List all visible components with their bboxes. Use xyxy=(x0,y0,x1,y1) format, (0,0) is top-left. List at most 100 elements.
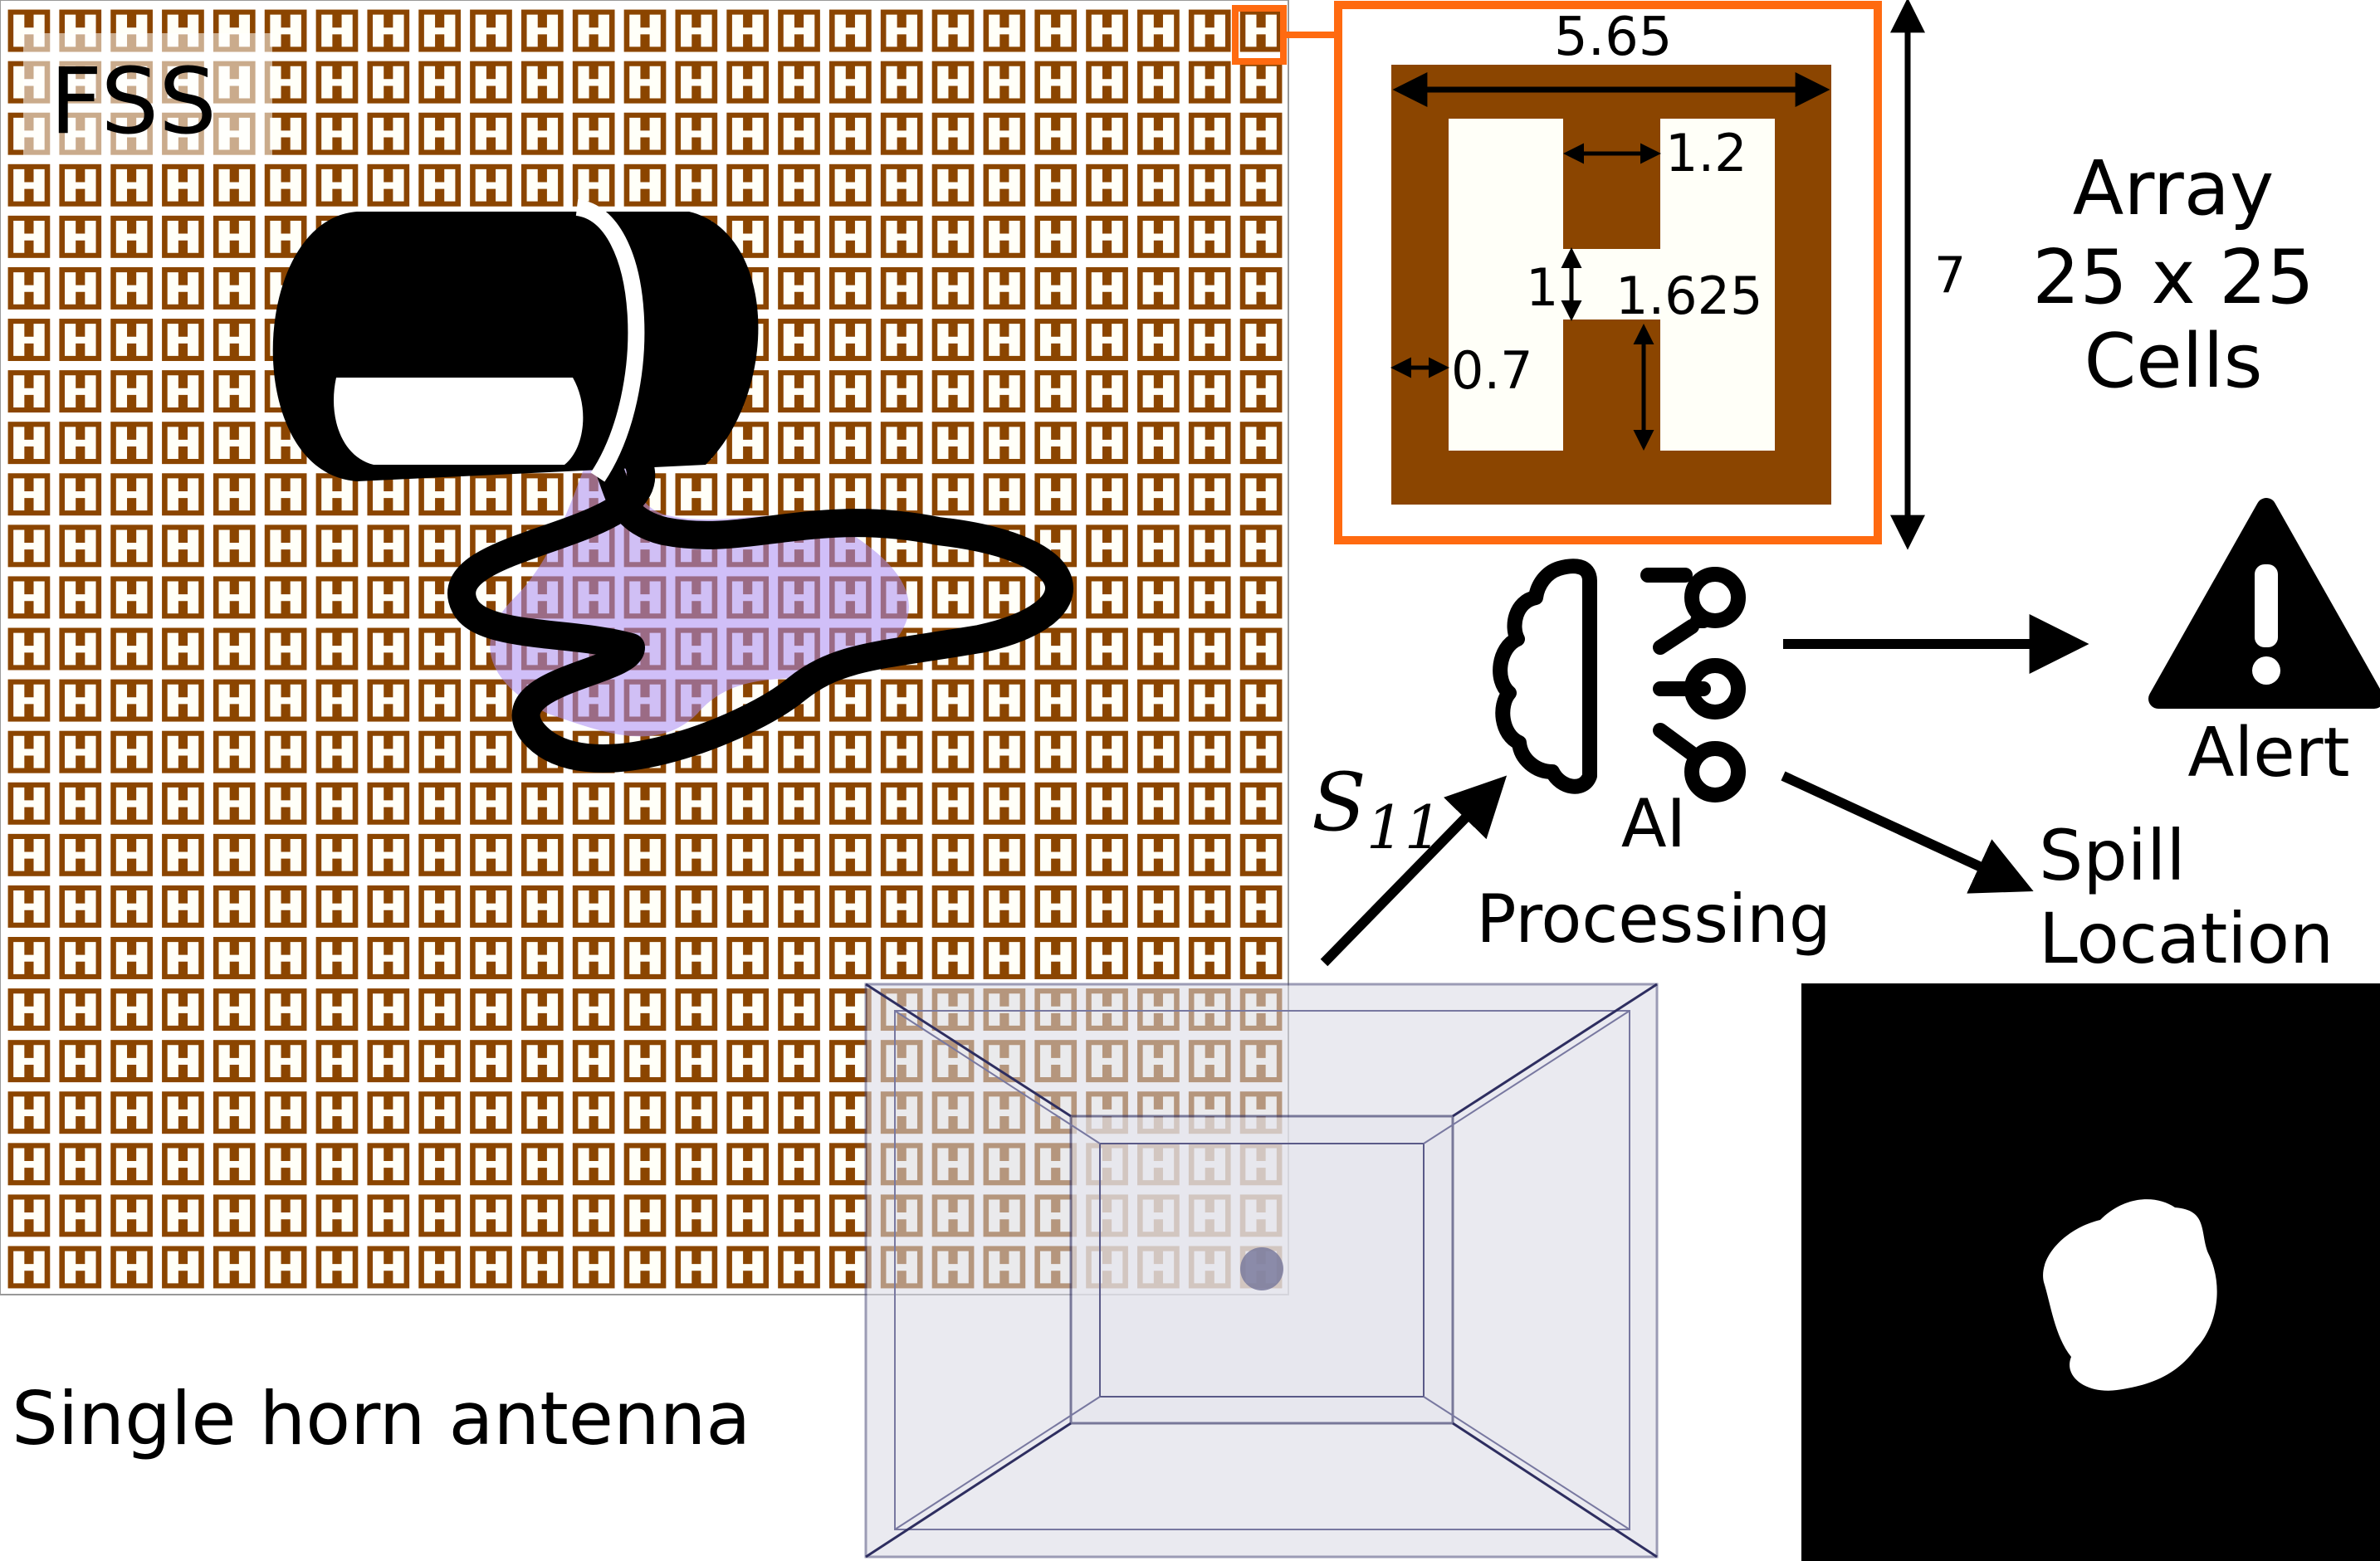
fss-unit-cell xyxy=(59,1246,102,1289)
fss-unit-cell xyxy=(1034,266,1078,310)
fss-unit-cell xyxy=(7,988,51,1032)
fss-unit-cell xyxy=(1188,9,1231,52)
fss-unit-cell xyxy=(367,1194,410,1237)
spill-label: Spill xyxy=(2039,815,2186,896)
fss-unit-cell xyxy=(520,1246,564,1289)
fss-unit-cell xyxy=(162,885,204,928)
fss-unit-cell xyxy=(572,885,615,928)
fss-unit-cell xyxy=(110,215,153,258)
spill-mask-icon xyxy=(1801,983,2380,1561)
fss-unit-cell xyxy=(1137,319,1180,361)
fss-unit-cell xyxy=(983,422,1026,465)
fss-unit-cell xyxy=(1086,112,1128,155)
fss-unit-cell xyxy=(931,266,975,310)
fss-unit-cell xyxy=(110,937,153,979)
fss-unit-cell xyxy=(7,524,51,568)
fss-unit-cell xyxy=(1239,473,1283,516)
fss-unit-cell xyxy=(931,319,975,361)
fss-unit-cell xyxy=(213,215,256,258)
fss-unit-cell xyxy=(1034,730,1078,773)
array-unit: Cells xyxy=(2084,318,2262,405)
fss-unit-cell xyxy=(983,9,1026,52)
fss-unit-cell xyxy=(1137,576,1180,619)
gap-label: 1.625 xyxy=(1615,266,1763,326)
fss-unit-cell xyxy=(7,319,51,361)
fss-unit-cell xyxy=(1137,833,1180,876)
height-label: 7 xyxy=(1934,246,1966,305)
fss-unit-cell xyxy=(367,1091,410,1134)
fss-unit-cell xyxy=(315,1040,359,1083)
fss-unit-cell xyxy=(623,782,667,825)
fss-unit-cell xyxy=(315,782,359,825)
fss-unit-cell xyxy=(1086,782,1128,825)
width-label: 5.65 xyxy=(1554,7,1673,68)
fss-unit-cell xyxy=(162,473,204,516)
fss-unit-cell xyxy=(880,370,923,413)
fss-unit-cell xyxy=(110,422,153,465)
fss-unit-cell xyxy=(264,473,307,516)
fss-unit-cell xyxy=(213,833,256,876)
fss-unit-cell xyxy=(7,937,51,979)
fss-unit-cell xyxy=(59,782,102,825)
fss-unit-cell xyxy=(110,730,153,773)
fss-unit-cell xyxy=(880,215,923,258)
fss-unit-cell xyxy=(315,730,359,773)
alert-label: Alert xyxy=(2187,714,2349,793)
fss-unit-cell xyxy=(7,1143,51,1186)
fss-unit-cell xyxy=(213,266,256,310)
fss-unit-cell xyxy=(162,215,204,258)
fss-unit-cell xyxy=(7,473,51,516)
fss-unit-cell xyxy=(470,782,512,825)
h-shaped-slot xyxy=(1449,119,1775,451)
fss-unit-cell xyxy=(623,833,667,876)
fss-unit-cell xyxy=(520,9,564,52)
fss-unit-cell xyxy=(213,1194,256,1237)
fss-unit-cell xyxy=(162,370,204,413)
fss-unit-cell xyxy=(983,370,1026,413)
fss-unit-cell xyxy=(931,422,975,465)
processing-label: Processing xyxy=(1476,881,1830,958)
fss-unit-cell xyxy=(162,422,204,465)
fss-unit-cell xyxy=(572,1143,615,1186)
bar-height-label: 1 xyxy=(1526,257,1558,318)
fss-unit-cell xyxy=(1188,422,1231,465)
fss-unit-cell xyxy=(983,576,1026,619)
fss-unit-cell xyxy=(778,1091,820,1134)
fss-unit-cell xyxy=(880,9,923,52)
fss-unit-cell xyxy=(367,9,410,52)
fss-unit-cell xyxy=(1188,163,1231,207)
fss-unit-cell xyxy=(110,1143,153,1186)
feed-probe xyxy=(1240,1247,1283,1290)
fss-unit-cell xyxy=(829,1143,872,1186)
fss-unit-cell xyxy=(1137,730,1180,773)
fss-unit-cell xyxy=(675,833,718,876)
fss-unit-cell xyxy=(778,112,820,155)
fss-unit-cell xyxy=(829,215,872,258)
fss-unit-cell xyxy=(1188,576,1231,619)
fss-unit-cell xyxy=(778,833,820,876)
fss-unit-cell xyxy=(726,422,770,465)
fss-unit-cell xyxy=(1239,215,1283,258)
fss-label: FSS xyxy=(50,48,217,154)
fss-unit-cell xyxy=(829,319,872,361)
fss-unit-cell xyxy=(1086,885,1128,928)
signal-arrow xyxy=(1320,775,1508,967)
fss-unit-cell xyxy=(829,988,872,1032)
fss-unit-cell xyxy=(1188,937,1231,979)
fss-unit-cell xyxy=(1034,9,1078,52)
fss-unit-cell xyxy=(7,833,51,876)
fss-unit-cell xyxy=(367,833,410,876)
fss-unit-cell xyxy=(367,473,410,516)
fss-unit-cell xyxy=(829,61,872,104)
fss-unit-cell xyxy=(213,679,256,722)
fss-unit-cell xyxy=(367,627,410,671)
fss-unit-cell xyxy=(880,937,923,979)
fss-unit-cell xyxy=(520,1040,564,1083)
fss-unit-cell xyxy=(675,1040,718,1083)
fss-unit-cell xyxy=(829,370,872,413)
fss-unit-cell xyxy=(264,833,307,876)
fss-unit-cell xyxy=(1239,422,1283,465)
fss-unit-cell xyxy=(7,782,51,825)
fss-unit-cell xyxy=(983,833,1026,876)
fss-unit-cell xyxy=(829,730,872,773)
